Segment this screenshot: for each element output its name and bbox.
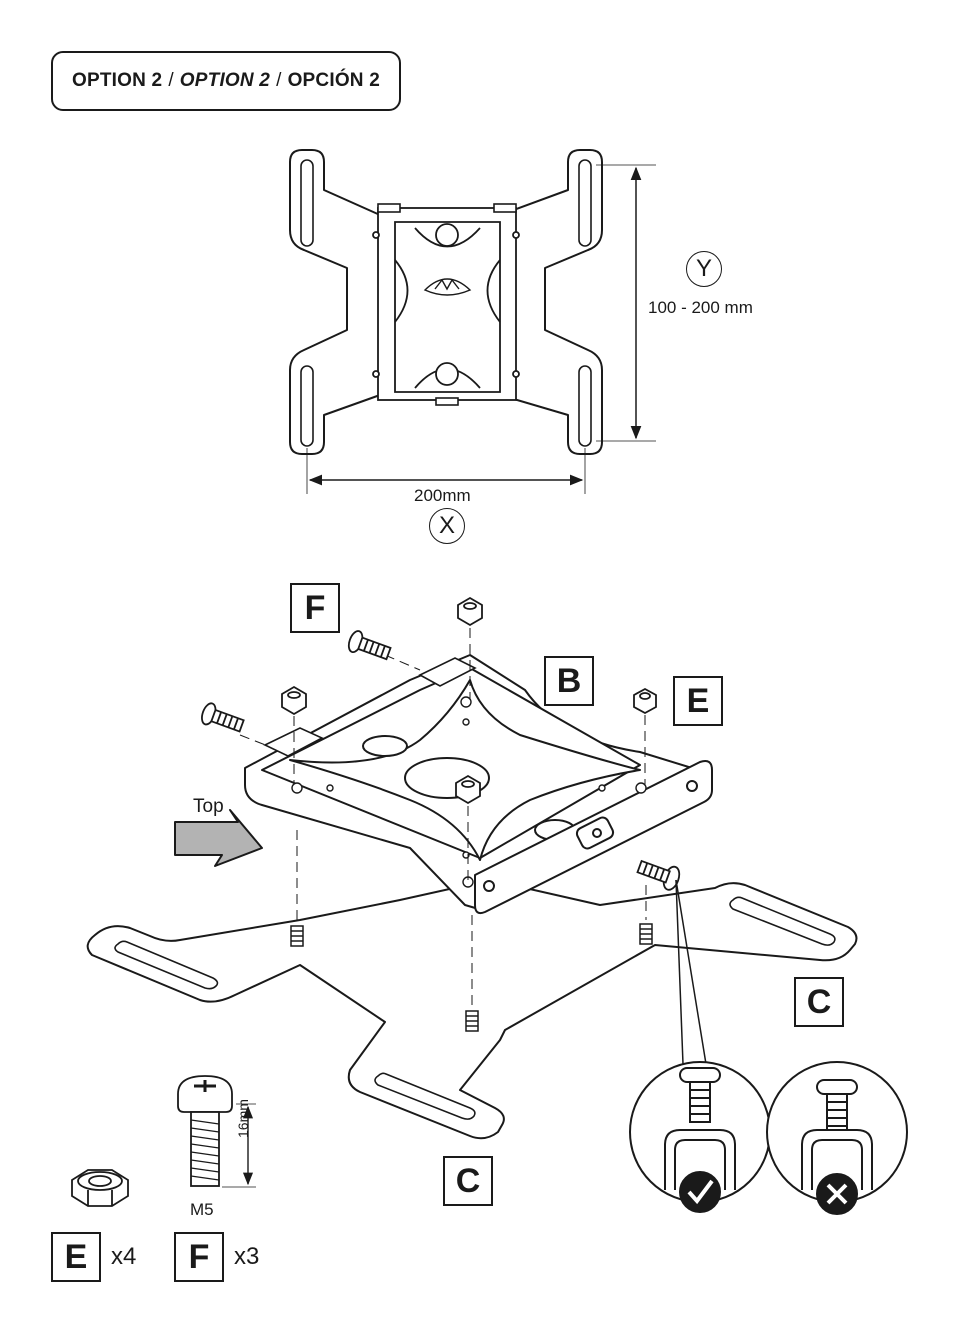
screw-f-icon — [177, 1075, 233, 1187]
assembly-guide-lines — [239, 628, 647, 1008]
detail-incorrect — [766, 1061, 908, 1215]
screw-thread-label: M5 — [190, 1200, 214, 1219]
detail-callout-lines — [675, 879, 707, 1065]
top-label: Top — [193, 796, 224, 817]
option-label-en: OPTION 2 — [72, 70, 163, 91]
nut-e-icon — [71, 1169, 129, 1207]
bracket-c-isometric — [86, 879, 858, 1140]
nuts-e-exploded — [281, 596, 657, 805]
bracket-tabs-top — [377, 203, 517, 406]
y-range-label: 100 - 200 mm — [648, 298, 753, 317]
nut-legend-letter: E — [51, 1232, 101, 1282]
x-value-label: 200mm — [414, 486, 471, 505]
plate-b-holes — [291, 696, 647, 888]
separator-1: / — [168, 70, 174, 91]
y-dimension-line — [596, 164, 656, 442]
part-label-c-right: C — [794, 977, 844, 1027]
part-label-c-bottom: C — [443, 1156, 493, 1206]
x-dimension-line — [306, 448, 586, 494]
screw-legend-letter: F — [174, 1232, 224, 1282]
top-direction-arrow — [174, 809, 263, 867]
screw-length-label: 16mm — [235, 1099, 251, 1138]
part-label-e: E — [673, 676, 723, 726]
screw-length-dimension — [222, 1103, 256, 1188]
detail-correct — [629, 1061, 771, 1213]
plate-b-flange — [474, 760, 713, 915]
part-label-b: B — [544, 656, 594, 706]
x-axis-badge: X — [429, 508, 465, 544]
separator-2: / — [276, 70, 282, 91]
y-axis-badge: Y — [686, 251, 722, 287]
option-header: OPTION 2 / OPTION 2 / OPCIÓN 2 — [51, 51, 401, 111]
bracket-c-slots-iso — [114, 896, 836, 1120]
option-label-fr: OPTION 2 — [179, 70, 271, 91]
screw-quantity: x3 — [234, 1243, 260, 1270]
screws-f-exploded — [201, 630, 681, 891]
bracket-slots-top — [300, 159, 592, 447]
logo-mark — [423, 278, 472, 296]
plate-b-top-view — [372, 207, 520, 401]
option-label-es: OPCIÓN 2 — [287, 70, 380, 91]
part-label-f: F — [290, 583, 340, 633]
nut-quantity: x4 — [111, 1243, 137, 1270]
bracket-studs — [290, 923, 653, 1032]
